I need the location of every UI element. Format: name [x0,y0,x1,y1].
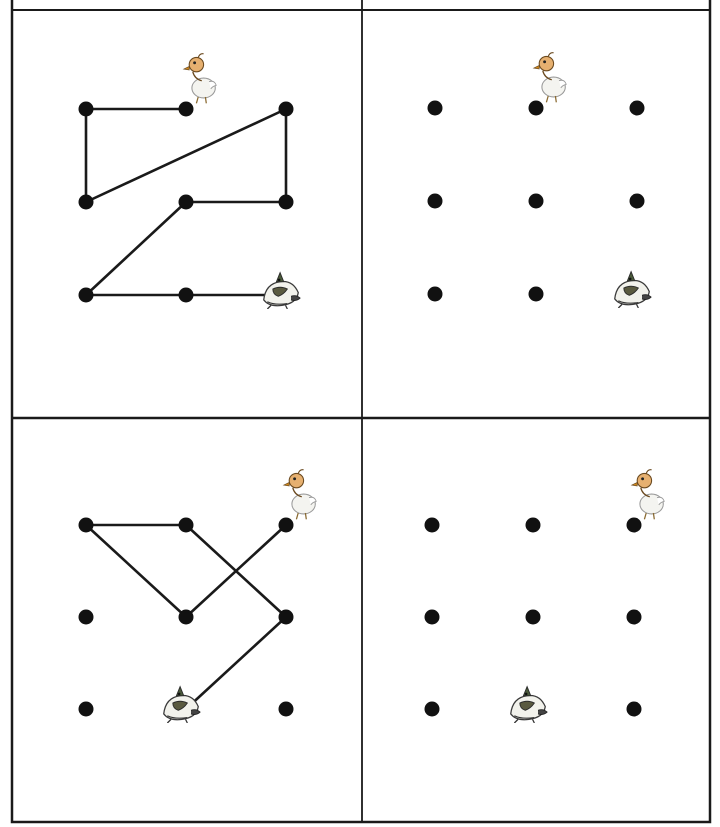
chick-icon [534,53,566,103]
grid-dot [526,518,541,533]
chick-icon [284,470,316,520]
grid-dot [279,102,294,117]
panel-bottom-right [425,470,665,723]
grid-dot [279,518,294,533]
grid-dot [627,702,642,717]
panel-frame [12,0,710,822]
chick-icon [632,470,664,520]
grid-dot [179,195,194,210]
hen-icon [264,273,300,309]
grid-dot [279,610,294,625]
grid-dot [526,610,541,625]
grid-dot [428,194,443,209]
grid-dot [179,518,194,533]
panel-top-right [428,53,652,308]
grid-dot [627,610,642,625]
grid-dot [425,610,440,625]
outer-border [12,0,710,822]
grid-dot [179,610,194,625]
panel-top-left [79,54,301,309]
grid-dot [79,102,94,117]
grid-dot [529,194,544,209]
grid-dot [179,288,194,303]
grid-dot [79,702,94,717]
hen-icon [615,272,651,308]
grid-dot [179,102,194,117]
hen-icon [164,687,200,723]
grid-dot [79,518,94,533]
panel-bottom-left [79,470,317,723]
grid-dot [630,194,645,209]
grid-dot [627,518,642,533]
hen-icon [511,687,547,723]
grid-dot [279,702,294,717]
grid-dot [529,101,544,116]
grid-dot [630,101,645,116]
grid-dot [425,518,440,533]
grid-dot [79,288,94,303]
chick-icon [184,54,216,104]
grid-dot [428,287,443,302]
grid-dot [425,702,440,717]
grid-dot [279,195,294,210]
grid-dot [79,195,94,210]
grid-dot [428,101,443,116]
grid-dot [529,287,544,302]
grid-dot [79,610,94,625]
